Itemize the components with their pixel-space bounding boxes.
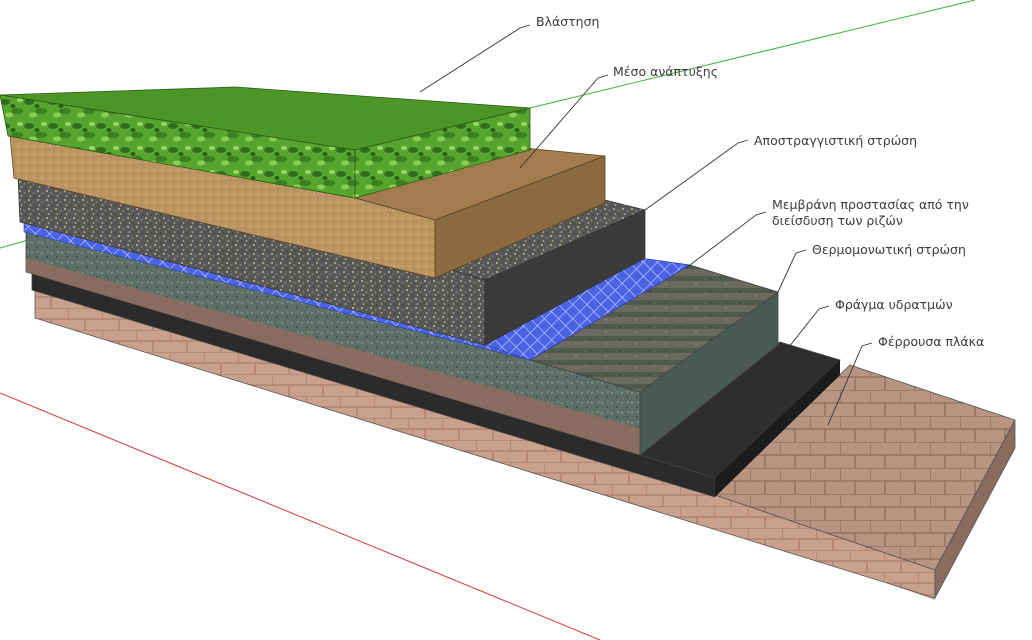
insulation-brown-band bbox=[26, 258, 640, 455]
leader-lines bbox=[419, 24, 873, 426]
label-insulation: Θερμομονωτική στρώση bbox=[812, 242, 966, 257]
label-drainage: Αποστραγγιστική στρώση bbox=[754, 133, 918, 148]
vegetation-side bbox=[354, 107, 531, 199]
label-growing-medium: Μέσο ανάπτυξης bbox=[613, 64, 719, 79]
leader-slab bbox=[827, 342, 873, 426]
leader-growing bbox=[519, 74, 609, 169]
label-vegetation: Βλάστηση bbox=[536, 14, 600, 29]
growing-side bbox=[434, 155, 606, 279]
drainage-side bbox=[484, 209, 646, 346]
green-axis-line bbox=[529, 0, 976, 109]
growing-layer bbox=[9, 134, 606, 279]
drainage-layer bbox=[17, 174, 647, 346]
insulation-layer bbox=[25, 231, 779, 456]
leader-vapor bbox=[754, 305, 830, 391]
leader-vegetation bbox=[419, 24, 531, 93]
slab-side bbox=[934, 419, 1016, 599]
insulation-side bbox=[639, 291, 779, 456]
label-slab: Φέρρουσα πλάκα bbox=[878, 334, 985, 349]
green-axis-line-left bbox=[0, 239, 29, 249]
red-axis-line bbox=[0, 392, 601, 640]
leader-insulation bbox=[777, 249, 807, 293]
vegetation-layer bbox=[0, 86, 531, 199]
vapor-side bbox=[715, 360, 840, 497]
leader-drainage bbox=[644, 139, 749, 211]
label-vapor-barrier: Φράγμα υδρατμών bbox=[835, 297, 953, 312]
leader-membrane bbox=[685, 211, 767, 269]
label-root-barrier: Μεμβράνη προστασίας από την διείσδυση τω… bbox=[772, 197, 969, 228]
slab-layer bbox=[34, 285, 1016, 600]
